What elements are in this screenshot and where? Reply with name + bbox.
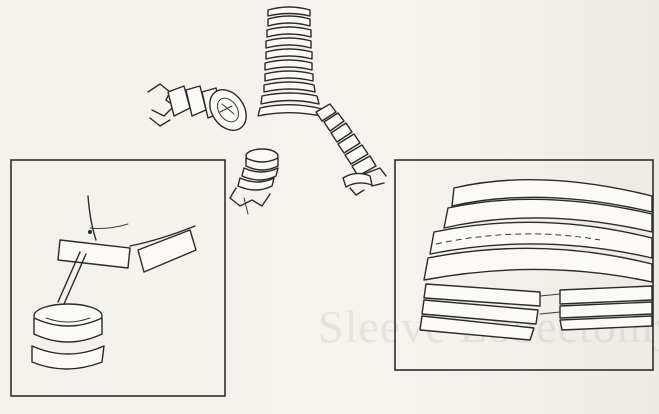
- left-lower-bronchus: [230, 149, 278, 214]
- inset-right: [395, 160, 653, 370]
- right-bronchus: [316, 104, 386, 195]
- suture-knot: [88, 230, 92, 234]
- inset-left: [11, 160, 225, 396]
- left-upper-bronchus: [148, 83, 254, 137]
- trachea: [258, 7, 326, 117]
